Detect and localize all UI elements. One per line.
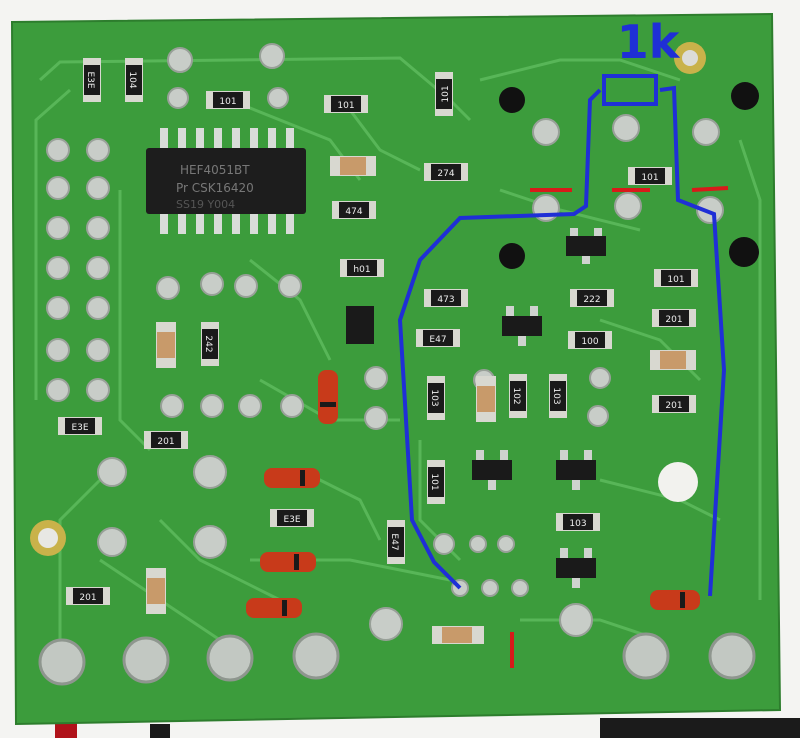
resistor-473: 473 bbox=[424, 289, 468, 307]
svg-text:100: 100 bbox=[581, 337, 598, 347]
svg-text:103: 103 bbox=[429, 389, 439, 406]
header-pads bbox=[46, 138, 110, 402]
svg-text:474: 474 bbox=[345, 207, 362, 217]
resistor-101e: 101 bbox=[654, 269, 698, 287]
svg-text:201: 201 bbox=[665, 315, 682, 325]
resistor-222: 222 bbox=[570, 289, 614, 307]
svg-text:242: 242 bbox=[203, 335, 213, 352]
svg-text:101: 101 bbox=[441, 85, 451, 102]
capacitor-4 bbox=[156, 322, 176, 368]
resistor-103b: 103 bbox=[549, 374, 567, 418]
resistor-e47: E47 bbox=[416, 329, 460, 347]
svg-text:222: 222 bbox=[583, 295, 600, 305]
transistors bbox=[346, 236, 606, 578]
svg-text:102: 102 bbox=[511, 387, 521, 404]
svg-text:201: 201 bbox=[665, 401, 682, 411]
svg-text:473: 473 bbox=[437, 295, 454, 305]
svg-text:274: 274 bbox=[437, 169, 454, 179]
svg-text:103: 103 bbox=[569, 519, 586, 529]
resistor-102: 102 bbox=[509, 374, 527, 418]
hole-black bbox=[499, 87, 525, 113]
svg-text:101: 101 bbox=[667, 275, 684, 285]
resistor-103c: 103 bbox=[556, 513, 600, 531]
capacitor-2 bbox=[650, 350, 696, 370]
svg-text:E3E: E3E bbox=[283, 515, 300, 525]
resistor-101c: 101 bbox=[435, 72, 453, 116]
ic-label-1: HEF4051BT bbox=[180, 163, 250, 177]
resistor-104: 104 bbox=[125, 58, 143, 102]
resistor-e47b: E47 bbox=[387, 520, 405, 564]
resistor-201d: 201 bbox=[66, 587, 110, 605]
capacitor-1 bbox=[330, 156, 376, 176]
svg-text:101: 101 bbox=[429, 473, 439, 490]
red-wire bbox=[55, 722, 77, 738]
svg-text:E3E: E3E bbox=[71, 423, 88, 433]
svg-text:101: 101 bbox=[641, 173, 658, 183]
svg-text:E47: E47 bbox=[389, 533, 399, 550]
annotation-path-right bbox=[659, 85, 727, 597]
resistor-101a: 101 bbox=[206, 91, 250, 109]
mount-hole-right bbox=[658, 462, 698, 502]
svg-text:h01: h01 bbox=[353, 265, 370, 275]
svg-text:201: 201 bbox=[79, 593, 96, 603]
resistor-201b: 201 bbox=[652, 395, 696, 413]
annotation-box bbox=[602, 74, 658, 106]
resistor-103a: 103 bbox=[427, 376, 445, 420]
capacitor-3 bbox=[476, 376, 496, 422]
svg-text:201: 201 bbox=[157, 437, 174, 447]
diodes bbox=[246, 370, 700, 618]
ic-label-2: Pr CSK16420 bbox=[176, 181, 254, 195]
svg-text:104: 104 bbox=[127, 71, 137, 88]
resistor-h01: h01 bbox=[340, 259, 384, 277]
resistor-101f: 101 bbox=[427, 460, 445, 504]
annotation-loop bbox=[397, 74, 727, 597]
solder-pads bbox=[97, 43, 724, 641]
resistor-474: 474 bbox=[332, 201, 376, 219]
svg-text:103: 103 bbox=[551, 387, 561, 404]
ic-label-3: SS19 Y004 bbox=[176, 198, 235, 211]
resistor-242: 242 bbox=[201, 322, 219, 366]
black-wire bbox=[150, 724, 170, 738]
resistor-201c: 201 bbox=[144, 431, 188, 449]
red-marks bbox=[510, 186, 729, 668]
resistor-274: 274 bbox=[424, 163, 468, 181]
black-cable bbox=[600, 718, 800, 738]
resistor-e3e: E3E bbox=[83, 58, 101, 102]
svg-text:101: 101 bbox=[337, 101, 354, 111]
annotation-path-left bbox=[397, 88, 602, 590]
svg-text:101: 101 bbox=[219, 97, 236, 107]
svg-text:E47: E47 bbox=[429, 335, 446, 345]
resistor-100: 100 bbox=[568, 331, 612, 349]
capacitor-6 bbox=[432, 626, 484, 644]
terminal-pads bbox=[38, 632, 756, 686]
capacitor-5 bbox=[146, 568, 166, 614]
resistor-101b: 101 bbox=[324, 95, 368, 113]
ic-chip bbox=[146, 128, 306, 234]
annotation-label: 1k bbox=[617, 15, 681, 69]
resistor-201a: 201 bbox=[652, 309, 696, 327]
resistor-e3e2: E3E bbox=[58, 417, 102, 435]
resistor-e3e3: E3E bbox=[270, 509, 314, 527]
resistor-101d: 101 bbox=[628, 167, 672, 185]
svg-text:E3E: E3E bbox=[85, 71, 95, 88]
